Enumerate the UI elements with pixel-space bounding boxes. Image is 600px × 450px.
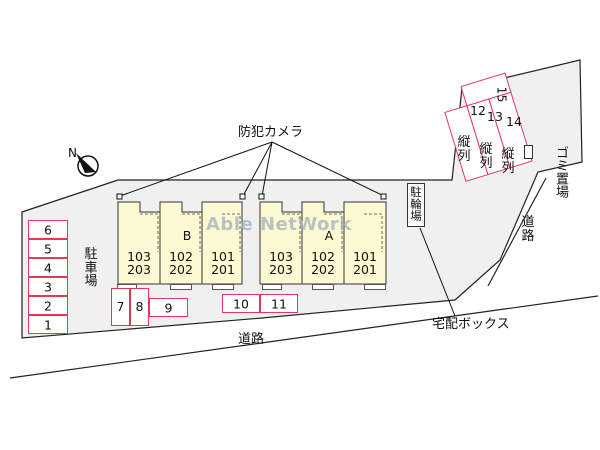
unit-a-203: 203: [269, 262, 293, 277]
parking-slot-10: 10: [222, 294, 260, 313]
vertical-parking-label-12: 縦列: [457, 135, 471, 164]
unit-door-bar: [212, 284, 234, 290]
unit-door-bar: [170, 284, 192, 290]
road-bottom-label: 道路: [238, 332, 265, 347]
building-b-label: B: [182, 228, 192, 243]
bike-parking-label: 駐輪場: [410, 185, 422, 224]
building-b: [117, 201, 243, 285]
unit-b-103: 103: [127, 249, 151, 264]
unit-a-202: 202: [311, 262, 335, 277]
unit-b-202: 202: [169, 262, 193, 277]
parking-slot-12: 12: [470, 103, 486, 118]
vertical-parking-label-14: 縦列: [501, 147, 515, 176]
parking-slot-14: 14: [506, 114, 522, 129]
unit-b-102: 102: [169, 249, 193, 264]
road-bottom-line: [9, 295, 599, 379]
parking-slot-4: 4: [28, 258, 68, 277]
parking-slot-7: 7: [111, 288, 130, 326]
road-right-line: [487, 177, 547, 287]
parking-slot-1: 1: [28, 315, 68, 334]
delivery-box-label: 宅配ボックス: [432, 317, 510, 332]
road-right-label: 道路: [521, 215, 535, 244]
unit-door-bar: [312, 284, 334, 290]
parking-slot-3: 3: [28, 277, 68, 296]
vertical-parking-label-13: 縦列: [479, 142, 493, 171]
parking-slot-9: 9: [149, 298, 188, 317]
unit-a-201: 201: [353, 262, 377, 277]
unit-door-bar: [364, 284, 386, 290]
parking-slot-5: 5: [28, 239, 68, 258]
parking-slot-15: 15: [494, 86, 510, 103]
svg-text:N: N: [68, 146, 77, 160]
parking-slot-2: 2: [28, 296, 68, 315]
parking-top-right: [444, 72, 533, 182]
unit-a-102: 102: [311, 249, 335, 264]
unit-door-bar: [262, 284, 282, 290]
watermark: Able NetWork: [206, 214, 352, 235]
unit-b-203: 203: [127, 262, 151, 277]
trash-label: ゴミ置場: [553, 146, 568, 198]
trash-box-icon: [524, 145, 533, 159]
unit-b-201: 201: [211, 262, 235, 277]
parking-slot-8: 8: [130, 288, 149, 326]
camera-label: 防犯カメラ: [238, 125, 304, 140]
building-a: [259, 201, 387, 285]
building-a-label: A: [324, 228, 334, 243]
parking-slot-11: 11: [260, 294, 298, 313]
camera-lines: [119, 141, 456, 317]
camera-markers: [116, 193, 387, 200]
north-arrow-icon: N: [68, 146, 99, 177]
parking-label: 駐車場: [84, 247, 98, 290]
unit-a-103: 103: [269, 249, 293, 264]
bike-parking-area: 駐輪場: [407, 183, 425, 227]
unit-b-101: 101: [211, 249, 235, 264]
unit-a-101: 101: [353, 249, 377, 264]
parking-slot-13: 13: [487, 109, 503, 124]
parking-slot-6: 6: [28, 220, 68, 239]
